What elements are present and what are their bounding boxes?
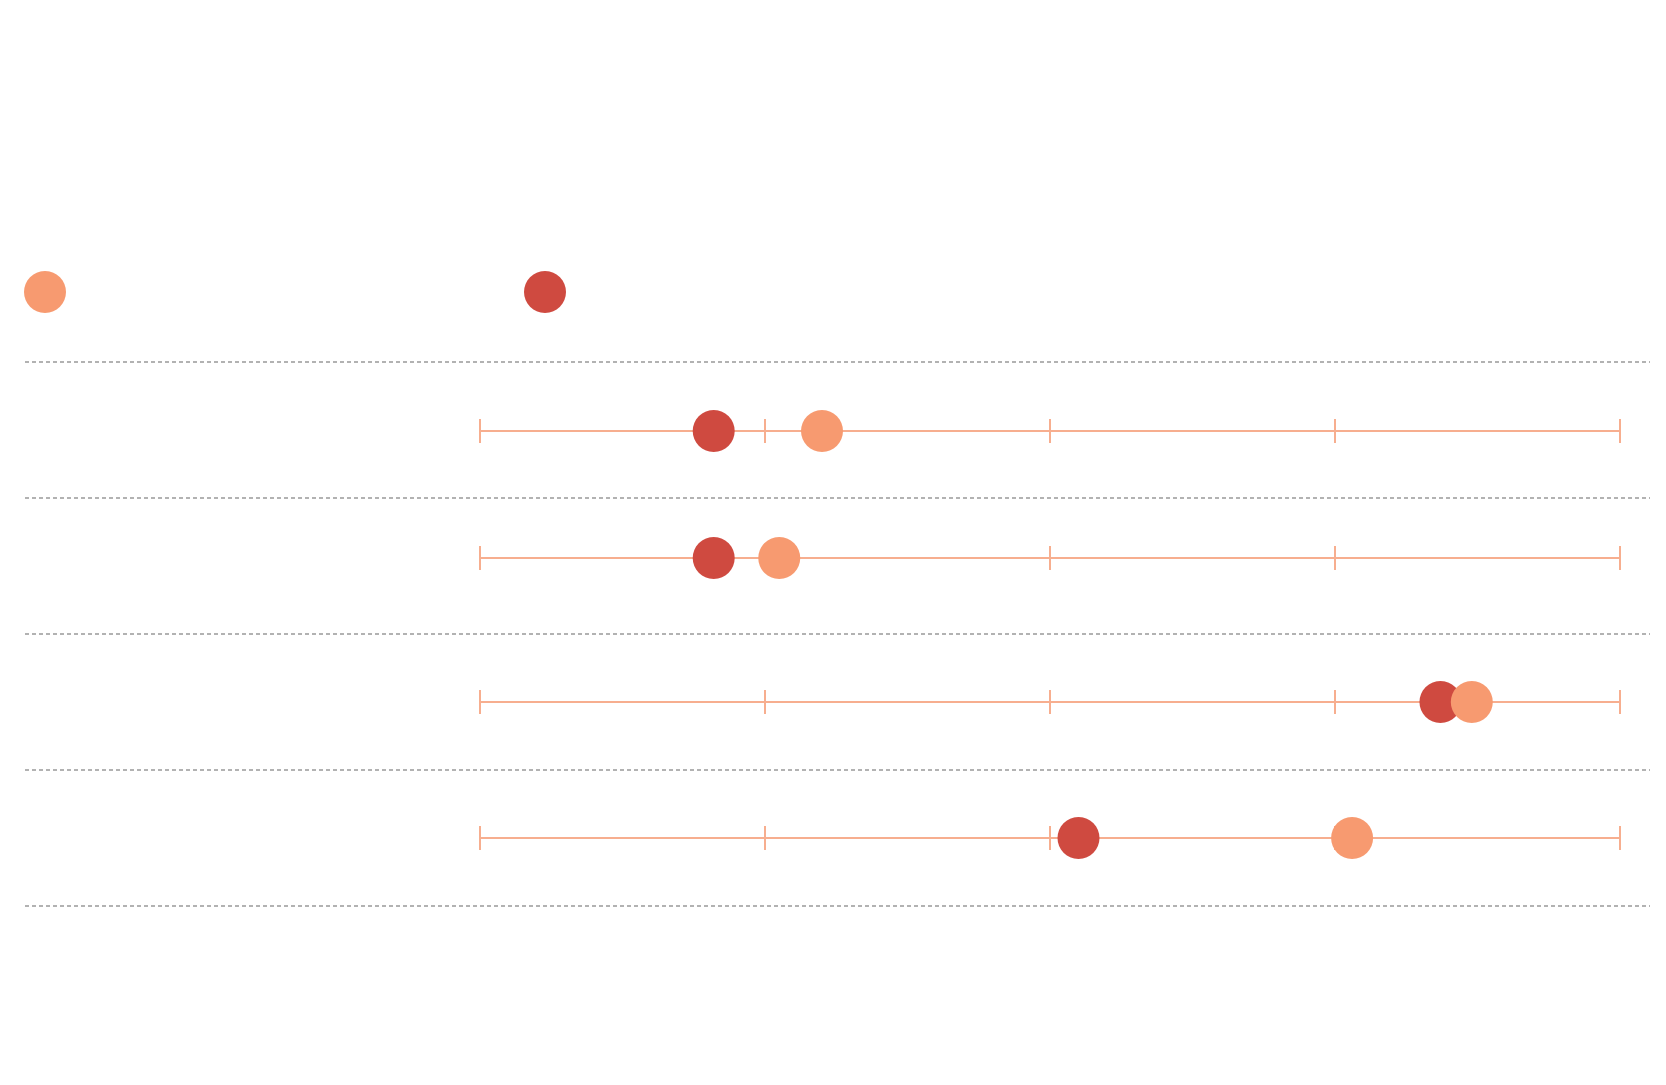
row-3-dark-point [1419, 681, 1462, 723]
row-2-dark-point [692, 537, 735, 579]
row-2-light-point [758, 537, 801, 579]
legend-swatch-1 [24, 271, 66, 313]
row-3-light-point [1450, 681, 1493, 723]
row-4-dark-point [1057, 817, 1100, 859]
row-1-light-point [801, 410, 843, 452]
legend-swatch-2 [524, 271, 566, 313]
row-4-light-point [1331, 817, 1374, 859]
row-1-dark-point [692, 410, 735, 452]
